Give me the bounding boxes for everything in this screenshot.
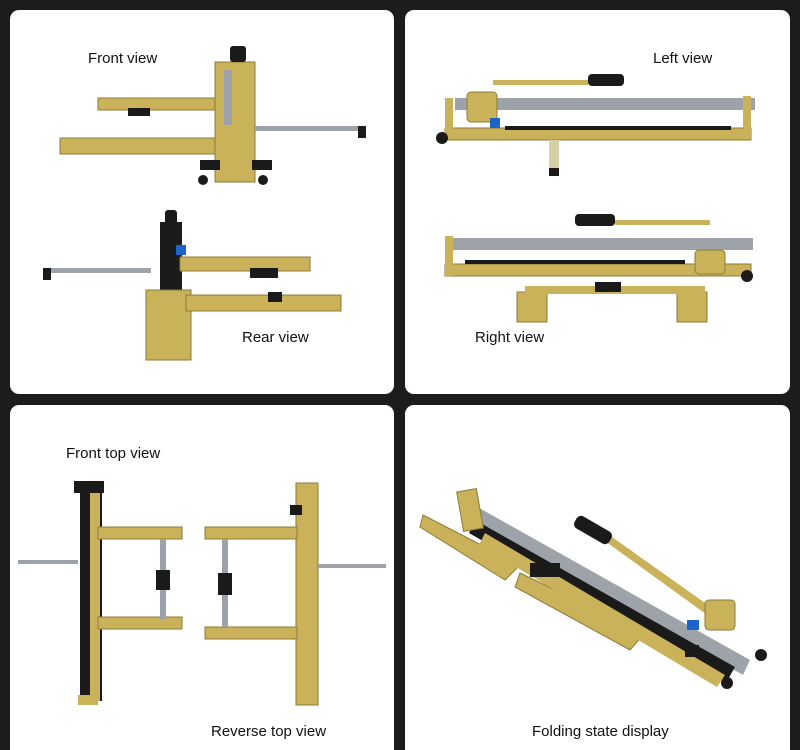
reverse-top-view-label: Reverse top view	[211, 723, 327, 740]
right-view-label: Right view	[475, 329, 545, 346]
front-top-view-image	[18, 481, 386, 706]
left-view-label: Left view	[653, 50, 713, 67]
folding-state-image	[419, 487, 767, 689]
front-view-label: Front view	[88, 50, 158, 67]
left-view-image	[436, 74, 755, 323]
panel-folding-state: Folding state display	[405, 405, 790, 750]
panel-top-views: Front top view Reverse top view	[10, 405, 394, 750]
folding-state-label: Folding state display	[532, 723, 669, 740]
front-view-image	[43, 46, 366, 361]
rear-view-label: Rear view	[242, 329, 309, 346]
panel-left-right: Left view Right view	[405, 10, 790, 394]
panel-front-rear: Front view Rear view	[10, 10, 394, 394]
front-top-view-label: Front top view	[66, 445, 161, 462]
